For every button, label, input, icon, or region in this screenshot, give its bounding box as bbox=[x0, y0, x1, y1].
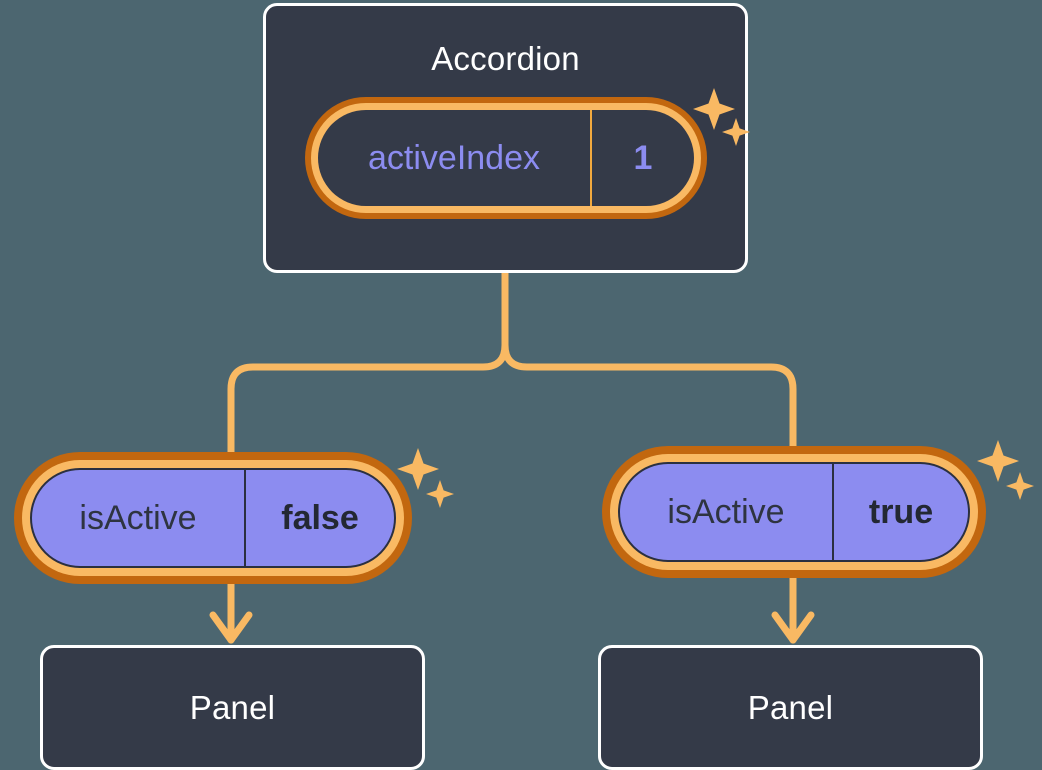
state-pill-value: 1 bbox=[633, 138, 653, 177]
component-box-panel-left[interactable]: Panel bbox=[40, 645, 425, 770]
component-title: Panel bbox=[189, 689, 276, 726]
state-pill-key: activeIndex bbox=[318, 110, 592, 206]
component-title: Accordion bbox=[431, 40, 580, 77]
state-pill-value: false bbox=[281, 498, 359, 537]
arrow-down-icon-left bbox=[209, 611, 253, 644]
state-pill-value: true bbox=[868, 492, 934, 531]
state-pill-isactive-true[interactable]: isActive true bbox=[618, 462, 970, 562]
arrow-down-icon-right bbox=[771, 611, 815, 644]
state-pill-key: isActive bbox=[32, 470, 246, 566]
connector-left-branch bbox=[227, 341, 509, 456]
sparkle-icon bbox=[977, 440, 1034, 500]
component-title: Panel bbox=[747, 689, 834, 726]
state-pill-key: isActive bbox=[620, 464, 834, 560]
component-box-panel-right[interactable]: Panel bbox=[598, 645, 983, 770]
connector-right-branch bbox=[501, 341, 797, 456]
state-pill-isactive-false[interactable]: isActive false bbox=[30, 468, 396, 568]
state-pill-activeindex[interactable]: activeIndex 1 bbox=[318, 110, 694, 206]
